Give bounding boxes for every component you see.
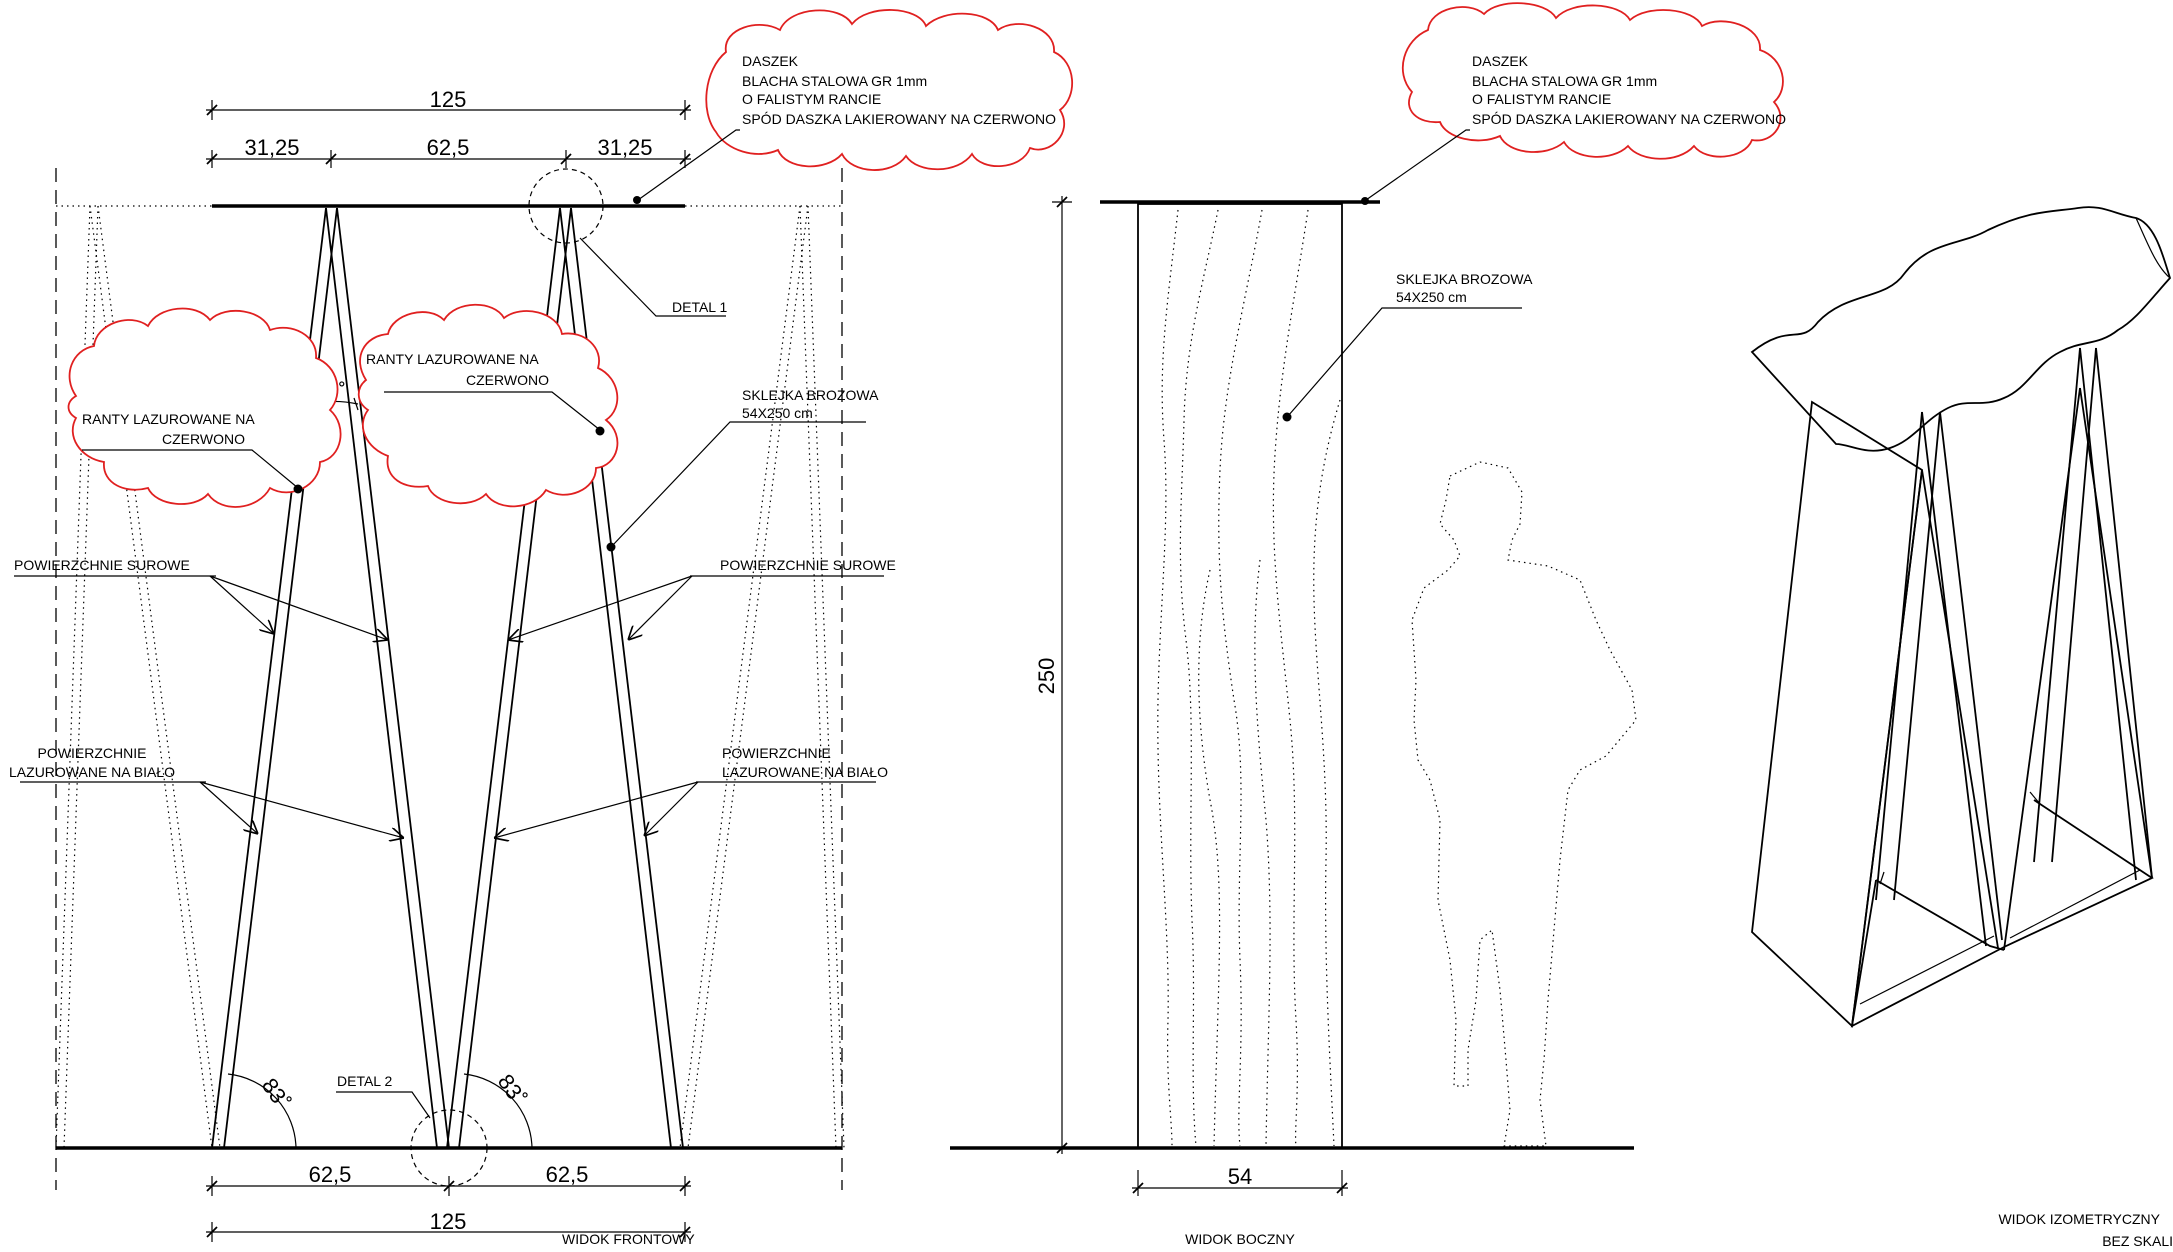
lazur-left-line-2: LAZUROWANE NA BIAŁO — [9, 764, 175, 780]
side-view-title: WIDOK BOCZNY — [1185, 1231, 1295, 1247]
sklejka-side-dot — [1282, 412, 1292, 422]
daszek-side-line-3: O FALISTYM RANCIE — [1472, 91, 1611, 107]
lazur-note-left: POWIERZCHNIE LAZUROWANE NA BIAŁO — [9, 745, 404, 838]
daszek-front-line-3: O FALISTYM RANCIE — [742, 91, 881, 107]
sklejka-front-leader — [611, 421, 866, 547]
angle-83-left-label: 83˚ — [257, 1074, 296, 1114]
dim-top-mid-label: 62,5 — [427, 135, 470, 160]
iso-view-title-2: BEZ SKALI — [2102, 1233, 2173, 1249]
dim-bottom-total-label: 125 — [430, 1209, 467, 1234]
dim-side-height: 250 — [1034, 196, 1072, 1154]
daszek-front-line-4: SPÓD DASZKA LAKIEROWANY NA CZERWONO — [742, 111, 1056, 127]
detal-1-leader — [579, 237, 726, 317]
sklejka-front-dot — [606, 542, 616, 552]
iso-wavy-roof — [1750, 206, 2172, 452]
daszek-front-dot — [633, 196, 641, 204]
front-view-title: WIDOK FRONTOWY — [562, 1231, 695, 1247]
daszek-note-front: DASZEK BLACHA STALOWA GR 1mm O FALISTYM … — [633, 9, 1073, 204]
dim-side-height-label: 250 — [1034, 658, 1059, 695]
iso-roof-edge — [2135, 217, 2171, 279]
sklejka-side-leader — [1287, 307, 1522, 417]
lazur-note-right: POWIERZCHNIE LAZUROWANE NA BIAŁO — [494, 745, 888, 838]
dim-top-right-label: 31,25 — [597, 135, 652, 160]
side-view: 250 54 DASZEK BLACHA STALOWA GR 1mm O FA… — [950, 2, 1786, 1247]
dim-side-width: 54 — [1132, 1164, 1348, 1196]
angle-83-left: 83˚ — [227, 1073, 297, 1149]
dim-top-total-label: 125 — [430, 87, 467, 112]
surowe-left-label: POWIERZCHNIE SUROWE — [14, 557, 190, 573]
ranty-left-line-2: CZERWONO — [162, 431, 245, 447]
dim-top-parts: 31,25 62,5 31,25 — [206, 135, 691, 168]
detail-1-circle — [528, 168, 604, 244]
ranty-left-leader — [82, 449, 299, 489]
sklejka-note-front: SKLEJKA BROZOWA 54X250 cm — [606, 387, 879, 552]
angle-83-right: 83˚ — [463, 1070, 533, 1149]
detail-2-circle — [410, 1109, 488, 1187]
surowe-right-label: POWIERZCHNIE SUROWE — [720, 557, 896, 573]
surowe-note-left: POWIERZCHNIE SUROWE — [14, 557, 388, 640]
daszek-side-leader — [1365, 129, 1470, 201]
lazur-left-line-1: POWIERZCHNIE — [38, 745, 147, 761]
sklejka-side-line-2: 54X250 cm — [1396, 289, 1467, 305]
isometric-view: WIDOK IZOMETRYCZNY BEZ SKALI — [1750, 206, 2173, 1249]
daszek-front-leader — [637, 129, 740, 201]
daszek-note-side: DASZEK BLACHA STALOWA GR 1mm O FALISTYM … — [1361, 2, 1786, 205]
ranty-right-line-1: RANTY LAZUROWANE NA — [366, 351, 539, 367]
sklejka-front-line-2: 54X250 cm — [742, 405, 813, 421]
sklejka-front-line-1: SKLEJKA BROZOWA — [742, 387, 879, 403]
plywood-panel — [1137, 203, 1343, 1149]
daszek-side-line-4: SPÓD DASZKA LAKIEROWANY NA CZERWONO — [1472, 111, 1786, 127]
lazur-right-line-1: POWIERZCHNIE — [722, 745, 831, 761]
dim-side-width-label: 54 — [1228, 1164, 1252, 1189]
sklejka-note-side: SKLEJKA BROZOWA 54X250 cm — [1282, 271, 1533, 422]
detal-2-leader — [336, 1091, 431, 1119]
angle-83-right-label: 83˚ — [493, 1070, 532, 1110]
ranty-right-leader — [384, 391, 601, 431]
iso-structure — [1751, 347, 2154, 1028]
sklejka-side-line-1: SKLEJKA BROZOWA — [1396, 271, 1533, 287]
dim-top-total: 125 — [206, 87, 691, 120]
dim-top-left-label: 31,25 — [244, 135, 299, 160]
ranty-right-dot — [595, 426, 605, 436]
daszek-front-line-1: DASZEK — [742, 53, 799, 69]
surowe-note-right: POWIERZCHNIE SUROWE — [508, 557, 896, 640]
daszek-side-line-2: BLACHA STALOWA GR 1mm — [1472, 73, 1657, 89]
ranty-left-dot — [293, 484, 303, 494]
daszek-side-dot — [1361, 197, 1369, 205]
daszek-side-line-1: DASZEK — [1472, 53, 1529, 69]
ranty-right-line-2: CZERWONO — [466, 372, 549, 388]
dim-bottom-total: 125 — [206, 1209, 691, 1242]
ranty-note-right: RANTY LAZUROWANE NA CZERWONO — [357, 303, 619, 508]
dim-bottom-right-label: 62,5 — [546, 1162, 589, 1187]
lazur-right-line-2: LAZUROWANE NA BIAŁO — [722, 764, 888, 780]
daszek-front-line-2: BLACHA STALOWA GR 1mm — [742, 73, 927, 89]
wood-grain — [1157, 209, 1341, 1147]
ranty-note-left: RANTY LAZUROWANE NA CZERWONO — [67, 307, 342, 508]
detal-2-label: DETAL 2 — [337, 1073, 392, 1089]
human-silhouette — [1411, 461, 1637, 1147]
dim-bottom-left-label: 62,5 — [309, 1162, 352, 1187]
ranty-left-line-1: RANTY LAZUROWANE NA — [82, 411, 255, 427]
iso-view-title-1: WIDOK IZOMETRYCZNY — [1998, 1211, 2160, 1227]
front-view: DETAL 1 DETAL 2 125 31,25 62,5 31,25 — [9, 9, 1073, 1247]
detal-1-label: DETAL 1 — [672, 299, 727, 315]
dim-bottom-parts: 62,5 62,5 — [206, 1162, 691, 1196]
